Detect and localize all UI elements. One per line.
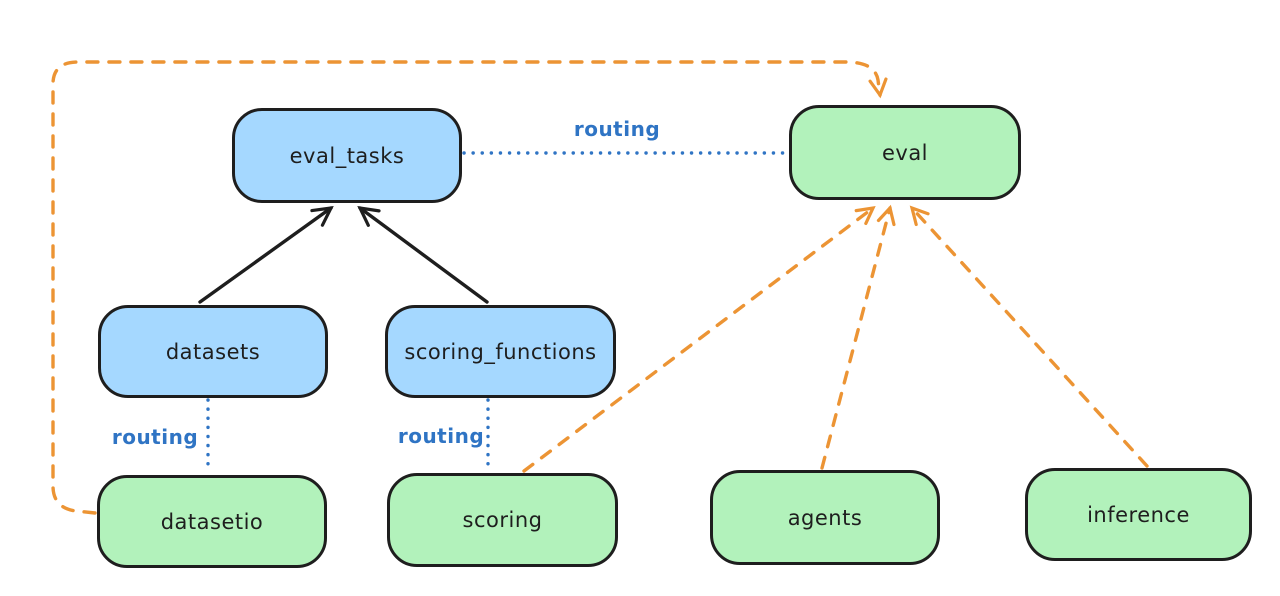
node-eval-tasks: eval_tasks	[232, 108, 462, 203]
node-scoring-functions-label: scoring_functions	[404, 339, 597, 364]
node-datasets: datasets	[98, 305, 328, 398]
edge-label-eval-tasks-to-eval: routing	[573, 117, 661, 141]
node-inference-label: inference	[1087, 502, 1190, 527]
node-eval: eval	[789, 105, 1021, 200]
edge-label-scoring-functions-to-scoring: routing	[397, 424, 485, 448]
edge-agents-to-eval	[820, 204, 896, 470]
node-scoring-label: scoring	[462, 508, 543, 532]
edge-datasets-to-eval-tasks	[198, 206, 334, 304]
node-datasetio: datasetio	[97, 475, 327, 568]
node-agents-label: agents	[787, 505, 863, 530]
edge-scoring-functions-to-eval-tasks	[357, 205, 489, 304]
edge-label-datasets-to-datasetio: routing	[111, 425, 199, 449]
node-agents: agents	[710, 470, 940, 565]
node-scoring-functions: scoring_functions	[385, 305, 616, 398]
node-datasetio-label: datasetio	[160, 509, 264, 534]
node-eval-tasks-label: eval_tasks	[289, 143, 405, 168]
node-scoring: scoring	[387, 473, 618, 567]
edge-inference-to-eval	[909, 205, 1149, 468]
edge-scoring-to-eval	[522, 205, 876, 473]
node-eval-label: eval	[881, 140, 929, 165]
node-datasets-label: datasets	[165, 339, 261, 364]
node-inference: inference	[1025, 468, 1252, 561]
